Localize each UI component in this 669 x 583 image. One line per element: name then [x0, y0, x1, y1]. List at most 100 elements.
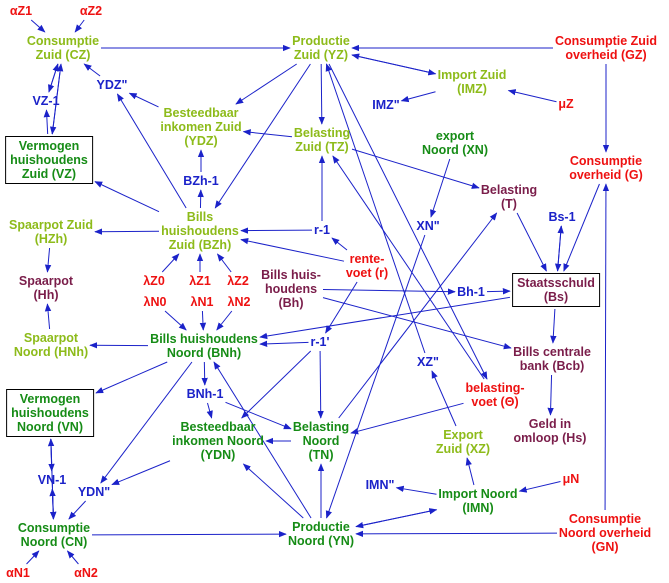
node-vn-line: Noord (VN) [17, 420, 83, 434]
node-bh-line: Bills huis- [261, 268, 321, 282]
node-bcb-line: bank (Bcb) [519, 359, 585, 373]
node-ydz-line: (YDZ) [184, 134, 218, 148]
arrow-xzq-to-yz [325, 63, 426, 354]
node-t: Belasting(T) [481, 183, 537, 211]
arrow-g-to-bs [563, 183, 600, 272]
arrow-bnh1-to-ydn [206, 402, 213, 419]
node-tn-line: Noord [302, 434, 340, 448]
node-hzh: Spaarpot Zuid(HZh) [9, 218, 93, 246]
arrow-ydz-to-ydzq [128, 92, 159, 108]
node-xz-line: Zuid (XZ) [435, 442, 491, 456]
arrow-bh-to-bh1 [322, 288, 456, 295]
arrow-ydzq-to-cz [83, 63, 101, 77]
node-r-line: rente- [349, 252, 385, 266]
arrow-ydn-to-ydnq [111, 460, 171, 486]
node-ydnq: YDN" [78, 485, 110, 499]
node-hh-line: Spaarpot [18, 274, 74, 288]
arrow-r-to-bzh [240, 237, 345, 262]
node-imn-line: (IMN) [462, 501, 494, 515]
arrow-lz2-to-bzh [216, 253, 232, 273]
node-lz1: λZ1 [189, 274, 211, 288]
node-bzh1: BZh-1 [183, 174, 218, 188]
node-bs: Staatsschuld(Bs) [512, 273, 600, 307]
arrow-t-to-bs [516, 212, 547, 272]
node-bnh1-line: BNh-1 [186, 387, 224, 401]
node-mun: μN [563, 472, 580, 486]
node-g-line: overheid (G) [569, 168, 643, 182]
node-hh-line: (Hh) [33, 288, 59, 302]
node-az2: αZ2 [80, 4, 102, 18]
arrow-xz-to-xzq [431, 370, 457, 427]
node-ydz-line: Besteedbaar [163, 106, 239, 120]
node-ln1: λN1 [191, 295, 214, 309]
node-lz1-line: λZ1 [189, 274, 211, 288]
arrow-bnh-to-vn [95, 361, 168, 394]
node-hnh-line: Spaarpot [23, 331, 79, 345]
node-hh: Spaarpot(Hh) [19, 274, 73, 302]
node-imz-line: Import Zuid [437, 68, 507, 82]
arrow-lz0-to-bzh [161, 253, 180, 273]
arrow-mun-to-imn [518, 480, 561, 493]
node-lz0: λZ0 [143, 274, 165, 288]
arrow-bzh-to-ydzq [116, 93, 187, 209]
node-bcb-line: Bills centrale [513, 345, 591, 359]
node-bzh-line: huishoudens [161, 224, 239, 238]
arrows [26, 19, 610, 565]
node-muz: μZ [558, 97, 573, 111]
node-gn-line: Noord overheid [558, 526, 652, 540]
arrow-bnh1-to-tn [225, 401, 292, 430]
node-imz-line: (IMZ) [457, 82, 487, 96]
arrow-tz-to-t [351, 148, 480, 189]
node-gz-line: Consumptie Zuid [554, 34, 658, 48]
node-cn-line: Noord (CN) [20, 535, 88, 549]
arrow-az2-to-cz [74, 19, 85, 33]
node-imn-line: Import Noord [438, 487, 518, 501]
node-yn-line: Noord (YN) [288, 534, 354, 548]
node-vz1: VZ-1 [32, 94, 59, 108]
arrow-bh-to-bcb [322, 297, 512, 350]
arrow-vz-to-vz1 [43, 109, 51, 135]
arrow-xnq-to-yn [325, 234, 426, 519]
node-bzh-line: Bills [186, 210, 214, 224]
node-an2-line: αN2 [74, 566, 98, 580]
arrow-tn-to-t [338, 212, 498, 419]
node-bnh-line: Noord (BNh) [166, 346, 242, 360]
arrow-theta-to-tz [332, 155, 485, 380]
arrow-ln0-to-bnh [164, 310, 187, 331]
node-r-line: voet (r) [345, 266, 389, 280]
arrow-bh1-to-bs [486, 288, 511, 295]
arrow-r-to-r1 [331, 237, 348, 251]
arrow-cz-to-vz1 [48, 63, 59, 93]
node-az1-line: αZ1 [9, 4, 33, 18]
node-xzq-line: XZ" [417, 355, 439, 369]
node-yz-line: Zuid (YZ) [293, 48, 349, 62]
arrow-ln1-to-bnh [199, 310, 207, 331]
node-imnq-line: IMN" [365, 478, 395, 492]
arrow-cn-to-yn [91, 530, 287, 538]
node-theta: belasting-voet (Θ) [465, 381, 524, 409]
node-az1: αZ1 [10, 4, 32, 18]
node-ydnq-line: YDN" [77, 485, 111, 499]
arrow-gn-to-yn [355, 530, 558, 538]
arrow-tz-to-ydz [242, 129, 293, 138]
node-hzh-line: (HZh) [34, 232, 68, 246]
node-gn-line: (GN) [591, 540, 619, 554]
node-ln2: λN2 [228, 295, 251, 309]
node-xn-line: Noord (XN) [422, 143, 488, 157]
node-ydn-line: inkomen Noord [172, 434, 264, 448]
node-r1-line: r-1 [314, 223, 330, 237]
arrow-bzh-to-vz [94, 181, 160, 213]
node-tz-line: Zuid (TZ) [295, 140, 349, 154]
node-mun-line: μN [562, 472, 580, 486]
